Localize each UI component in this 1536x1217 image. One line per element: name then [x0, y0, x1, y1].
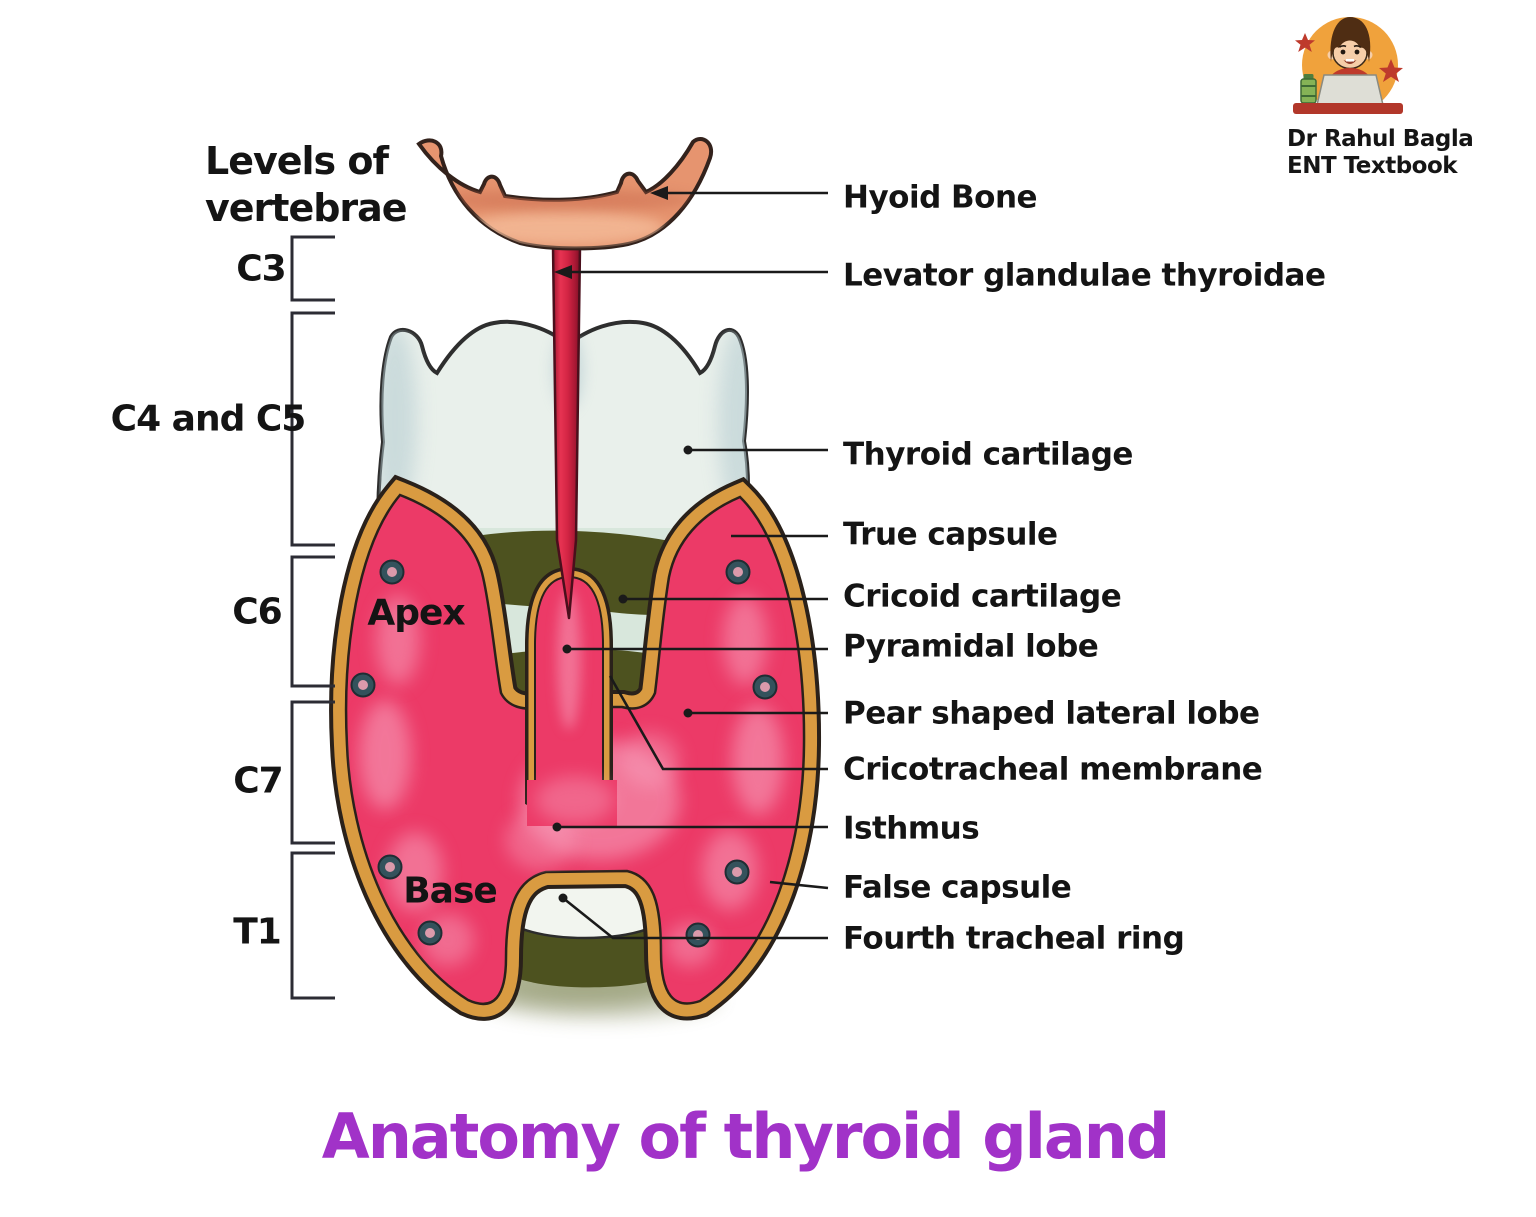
- hyoid-bone-shape: [417, 137, 714, 251]
- leader-thyroid-cartilage: [683, 445, 828, 455]
- vertebra-brackets: [290, 235, 335, 1000]
- leader-false-capsule: [769, 880, 829, 890]
- boy-at-laptop-icon: [1293, 17, 1403, 114]
- leader-cricoid-cartilage: [618, 594, 828, 604]
- leader-pear-lobe: [683, 708, 828, 718]
- leader-hyoid-bone: [650, 186, 828, 200]
- label-isthmus: Isthmus: [843, 810, 980, 847]
- logo-text: Dr Rahul Bagla ENT Textbook: [1287, 126, 1474, 180]
- laptop: [1316, 74, 1384, 106]
- label-base: Base: [403, 870, 498, 912]
- label-pear-shaped-lateral-lobe: Pear shaped lateral lobe: [843, 695, 1260, 732]
- label-pyramidal-lobe: Pyramidal lobe: [843, 628, 1099, 665]
- label-hyoid-bone: Hyoid Bone: [843, 179, 1038, 216]
- bracket-c7: [290, 700, 335, 845]
- label-fourth-tracheal-ring: Fourth tracheal ring: [843, 920, 1185, 957]
- leader-pyramidal-lobe: [562, 644, 828, 654]
- bracket-c3: [290, 235, 335, 302]
- star-icon: [1379, 59, 1403, 82]
- bracket-c4-c5: [290, 311, 335, 547]
- vertebra-level-t1: T1: [233, 911, 282, 953]
- vertebra-level-c6: C6: [232, 591, 282, 633]
- label-false-capsule: False capsule: [843, 869, 1072, 906]
- label-apex: Apex: [367, 592, 465, 634]
- page-title: Anatomy of thyroid gland: [321, 1100, 1171, 1173]
- label-thyroid-cartilage: Thyroid cartilage: [843, 436, 1133, 473]
- pyramidal-lobe-shape: [527, 577, 617, 826]
- green-jar: [1300, 74, 1317, 104]
- vertebra-level-c7: C7: [233, 760, 283, 802]
- vertebra-level-c3: C3: [236, 248, 286, 290]
- label-cricoid-cartilage: Cricoid cartilage: [843, 578, 1122, 615]
- logo-book: ENT Textbook: [1287, 153, 1458, 179]
- label-cricotracheal-membrane: Cricotracheal membrane: [843, 751, 1263, 788]
- star-icon: [1295, 33, 1315, 52]
- leader-fourth-tracheal-ring: [558, 893, 828, 940]
- desk: [1293, 103, 1403, 114]
- bracket-c6: [290, 555, 335, 688]
- hair: [1330, 17, 1371, 62]
- leader-lines: [552, 186, 829, 940]
- leader-isthmus: [552, 822, 828, 832]
- logo-name: Dr Rahul Bagla: [1287, 126, 1474, 152]
- label-levator-glandulae-thyroidae: Levator glandulae thyroidae: [843, 257, 1326, 294]
- leader-levator: [554, 265, 828, 279]
- vertebra-level-c4-c5: C4 and C5: [110, 398, 307, 440]
- logo: [1288, 8, 1410, 128]
- vertebrae-levels-title: Levels of vertebrae: [205, 139, 408, 230]
- label-true-capsule: True capsule: [843, 516, 1058, 553]
- bracket-t1: [290, 851, 335, 1000]
- leader-cricotracheal-membrane: [608, 675, 828, 771]
